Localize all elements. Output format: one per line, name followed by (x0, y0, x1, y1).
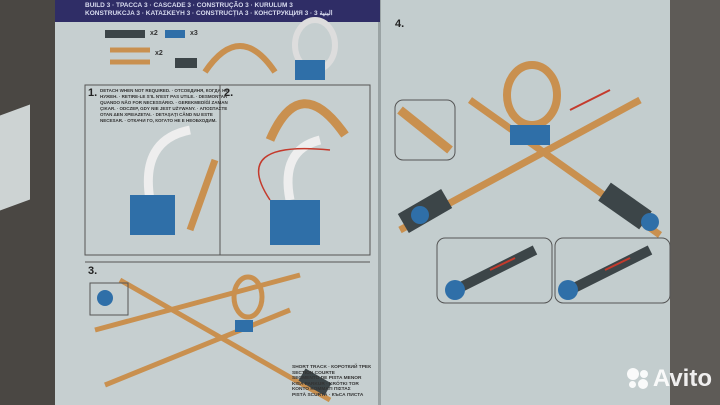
short-track-label: SHORT TRACK · КОРОТКИЙ ТРЕК SECTION COUR… (292, 365, 371, 399)
short-track-line: KISA PARKUR · KRÓTKI TOR (292, 381, 359, 387)
part-qty-2: x3 (190, 30, 198, 37)
loop-base-1 (130, 195, 175, 235)
part-connector (105, 30, 145, 38)
part-blue (165, 30, 185, 38)
part-launcher (175, 58, 197, 68)
step-1-number: 1. (88, 87, 98, 99)
short-track-line: SEGMENTO DE PISTA MENOR (292, 376, 362, 382)
part-curve (202, 43, 278, 74)
part-loop-base (295, 60, 325, 80)
banner-line-2: KONSTRUKCJA 3 · ΚΑΤΑΣΚΕΥΗ 3 · CONSTRUCȚI… (85, 10, 333, 17)
step-2-box (219, 84, 371, 256)
avito-logo-icon (626, 368, 649, 390)
banner-line-1: BUILD 3 · ТРАССА 3 · CASCADE 3 · CONSTRU… (85, 2, 293, 9)
step-4-number: 4. (395, 18, 405, 30)
detach-note: DETACH WHEN NOT REQUIRED. · ОТСОЕДИНЯ, К… (100, 88, 229, 123)
short-track-line: ΚΟΝΤΟ ΚΟΜΜΑΤΙ ΠΙΣΤΑΣ (292, 387, 351, 393)
booklet-spine (378, 0, 381, 405)
step-2-number: 2. (224, 87, 234, 99)
part-qty-1: x2 (150, 30, 158, 37)
step-3-number: 3. (88, 265, 98, 277)
part-qty-3: x2 (155, 50, 163, 57)
short-track-line: SECTION COURTE (292, 370, 335, 376)
avito-watermark: Avito (626, 365, 712, 393)
loop (503, 61, 561, 129)
curve-track (265, 99, 349, 142)
build-title-banner: BUILD 3 · ТРАССА 3 · CASCADE 3 · CONSTRU… (55, 0, 380, 22)
avito-watermark-text: Avito (652, 365, 712, 392)
short-track-line: SHORT TRACK · КОРОТКИЙ ТРЕК (292, 365, 372, 370)
short-track-line: PISTĂ SCURTĂ · КЪСА ПИСТА (292, 392, 364, 398)
